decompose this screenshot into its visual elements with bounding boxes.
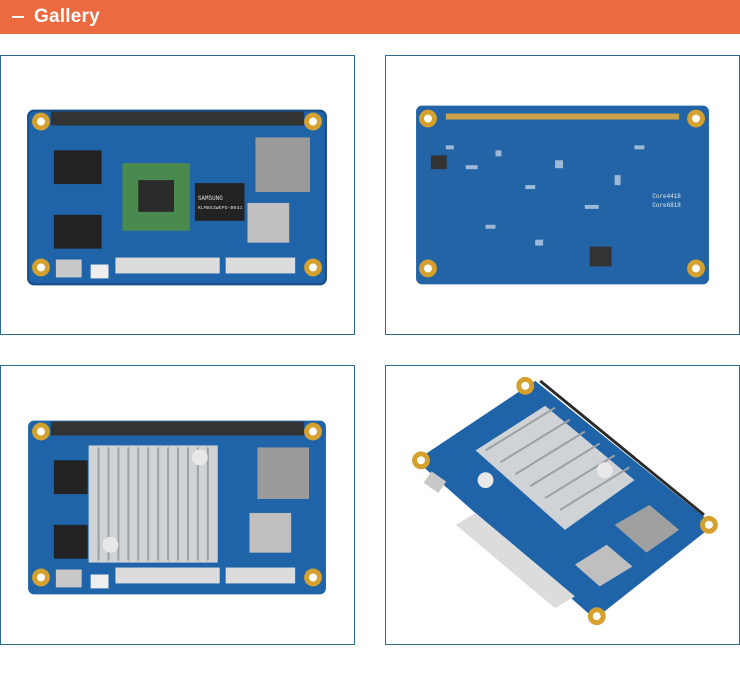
gallery-title: Gallery [34, 6, 100, 27]
board-bottom-view-image: Core4418 Core6818 [416, 105, 709, 285]
emmc-label-line2: KLM8G1WEPD-B031 [198, 205, 243, 211]
board-top-view-image: SAMSUNG KLM8G1WEPD-B031 [27, 109, 327, 286]
gallery-header[interactable]: Gallery [0, 0, 740, 34]
gallery-image-board-heatsink-top[interactable] [0, 365, 355, 645]
gallery-image-board-heatsink-angled[interactable] [385, 365, 740, 645]
silkscreen-core6818: Core6818 [652, 202, 681, 209]
minus-icon[interactable] [12, 16, 24, 18]
emmc-label-line1: SAMSUNG [198, 195, 223, 202]
board-heatsink-top-image [28, 420, 326, 595]
board-heatsink-angled-image [412, 376, 718, 626]
silkscreen-core4418: Core4418 [652, 193, 681, 200]
gallery-image-board-top[interactable]: SAMSUNG KLM8G1WEPD-B031 [0, 55, 355, 335]
gallery-image-board-bottom[interactable]: Core4418 Core6818 [385, 55, 740, 335]
